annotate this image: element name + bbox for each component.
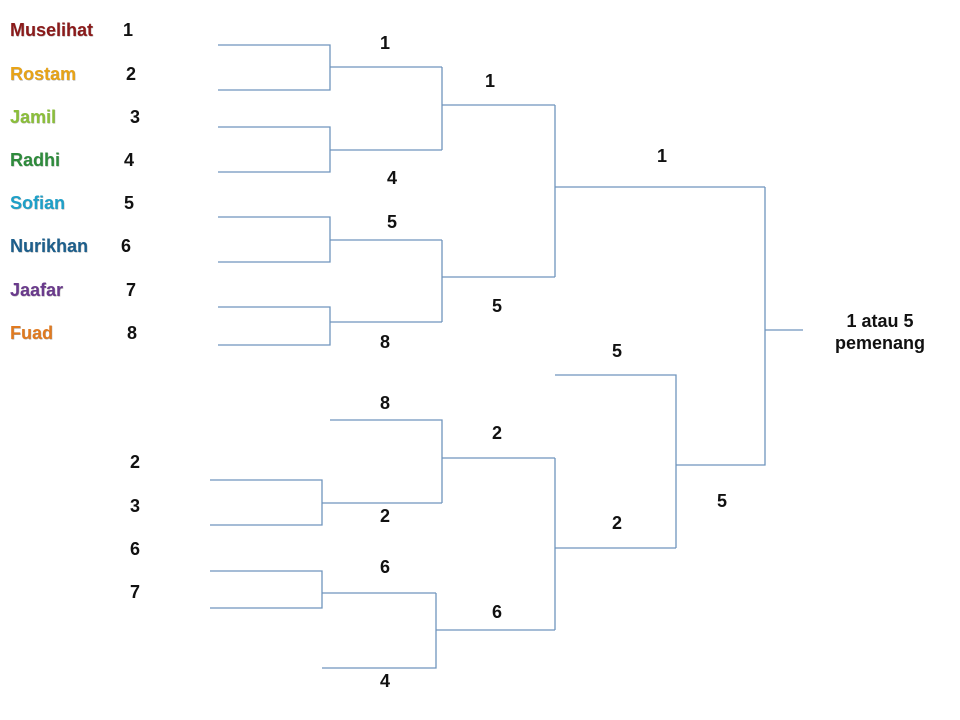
upper-r1-winner-label: 1 bbox=[380, 33, 391, 53]
result-line-1: 1 atau 5 bbox=[846, 311, 914, 331]
bracket-connector-group bbox=[210, 44, 803, 669]
lower-r3-top-label: 5 bbox=[612, 341, 623, 361]
connector-lower-a bbox=[210, 479, 323, 526]
player-name: Fuad bbox=[10, 323, 53, 343]
player-seed: 6 bbox=[121, 236, 132, 256]
connector-grand-final bbox=[676, 187, 766, 466]
player-name: Sofian bbox=[10, 193, 66, 213]
player-seed: 3 bbox=[130, 107, 141, 127]
upper-r2-winner-label: 1 bbox=[485, 71, 496, 91]
connector-lower-b bbox=[330, 419, 443, 503]
player-seed: 1 bbox=[123, 20, 134, 40]
connector-lower-c bbox=[210, 570, 323, 609]
lower-seed: 7 bbox=[130, 582, 141, 602]
lower-seed: 2 bbox=[130, 452, 141, 472]
player-seed: 5 bbox=[124, 193, 135, 213]
connector-upper-r1-c bbox=[218, 216, 331, 263]
player-name: Jamil bbox=[10, 107, 57, 127]
result-line-2: pemenang bbox=[834, 333, 926, 353]
lower-r1-bottom-label: 4 bbox=[380, 671, 391, 691]
lower-r1-bottom-label: 2 bbox=[380, 506, 391, 526]
result-label: 1 atau 5 pemenang bbox=[818, 310, 942, 354]
lower-final-label: 5 bbox=[717, 491, 728, 511]
connector-upper-r1-a bbox=[218, 44, 331, 91]
player-name: Nurikhan bbox=[10, 236, 89, 256]
lower-seed: 3 bbox=[130, 496, 141, 516]
player-seed: 4 bbox=[124, 150, 135, 170]
upper-r1-winner-label: 5 bbox=[387, 212, 398, 232]
player-name: Jaafar bbox=[10, 280, 64, 300]
player-name: Muselihat bbox=[10, 20, 94, 40]
connector-upper-r1-b bbox=[218, 126, 331, 173]
lower-seed: 6 bbox=[130, 539, 141, 559]
lower-r2-bottom-label: 6 bbox=[492, 602, 503, 622]
connector-upper-r1-d bbox=[218, 306, 331, 346]
connector-lower-f bbox=[555, 374, 677, 548]
player-seed: 2 bbox=[126, 64, 137, 84]
upper-final-winner-label: 1 bbox=[657, 146, 668, 166]
upper-r2-loser-label: 5 bbox=[492, 296, 503, 316]
player-seed: 7 bbox=[126, 280, 137, 300]
lower-r1-top-label: 8 bbox=[380, 393, 391, 413]
player-seed: 8 bbox=[127, 323, 138, 343]
lower-r3-bottom-label: 2 bbox=[612, 513, 623, 533]
connector-lower-d bbox=[322, 593, 437, 669]
lower-r1-top-label: 6 bbox=[380, 557, 391, 577]
upper-r1-loser-label: 4 bbox=[387, 168, 398, 188]
lower-r2-top-label: 2 bbox=[492, 423, 503, 443]
player-name: Rostam bbox=[10, 64, 77, 84]
upper-r1-loser-label: 8 bbox=[380, 332, 391, 352]
player-name: Radhi bbox=[10, 150, 61, 170]
